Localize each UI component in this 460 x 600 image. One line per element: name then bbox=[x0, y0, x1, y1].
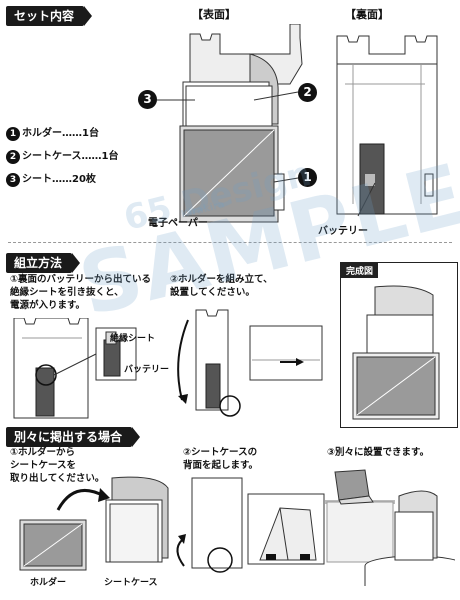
separate-step-3: ③別々に設置できます。 bbox=[327, 447, 430, 458]
section-header-assembly: 組立方法 bbox=[6, 253, 81, 273]
assembly-step-1-illustration bbox=[13, 318, 137, 419]
holder-label: ホルダー bbox=[30, 578, 67, 588]
section-divider bbox=[8, 242, 452, 243]
assembly-step-2: ②ホルダーを組み立て、 設置してください。 bbox=[170, 274, 273, 298]
section-header-set: セット内容 bbox=[6, 6, 93, 26]
insulation-sheet-label: 絶縁シート bbox=[110, 334, 156, 344]
battery-pointer bbox=[357, 182, 376, 217]
callout-3: 3 bbox=[138, 90, 157, 109]
separate-step-3-illustration bbox=[325, 469, 455, 586]
epaper-label: 電子ペーパー bbox=[148, 218, 208, 229]
assembly-step-1: ①裏面のバッテリーから出ている 絶縁シートを引き抜くと、 電源が入ります。 bbox=[10, 274, 152, 311]
callout-2: 2 bbox=[298, 83, 317, 102]
complete-view-panel: 完成図 bbox=[340, 262, 458, 428]
battery-label: バッテリー bbox=[318, 226, 368, 237]
complete-view-illustration bbox=[352, 285, 440, 420]
callout-1: 1 bbox=[298, 168, 317, 187]
front-view-label: 【表面】 bbox=[192, 8, 236, 21]
separate-step-1: ①ホルダーから シートケースを 取り出してください。 bbox=[10, 447, 105, 484]
sheetcase-label: シートケース bbox=[104, 578, 158, 588]
battery-label-assembly: バッテリー bbox=[124, 365, 170, 375]
separate-step-2: ②シートケースの 背面を起します。 bbox=[183, 447, 259, 471]
back-view-illustration bbox=[336, 35, 438, 215]
complete-view-label: 完成図 bbox=[341, 263, 379, 278]
separate-step-1-illustration bbox=[19, 476, 169, 571]
callout-lines bbox=[157, 91, 299, 183]
assembly-step-2-illustration bbox=[177, 309, 323, 417]
back-view-label: 【裏面】 bbox=[345, 8, 389, 21]
separate-step-2-illustration bbox=[176, 477, 325, 573]
front-view-illustration bbox=[179, 24, 303, 223]
section-header-separate: 別々に掲出する場合 bbox=[6, 427, 141, 447]
